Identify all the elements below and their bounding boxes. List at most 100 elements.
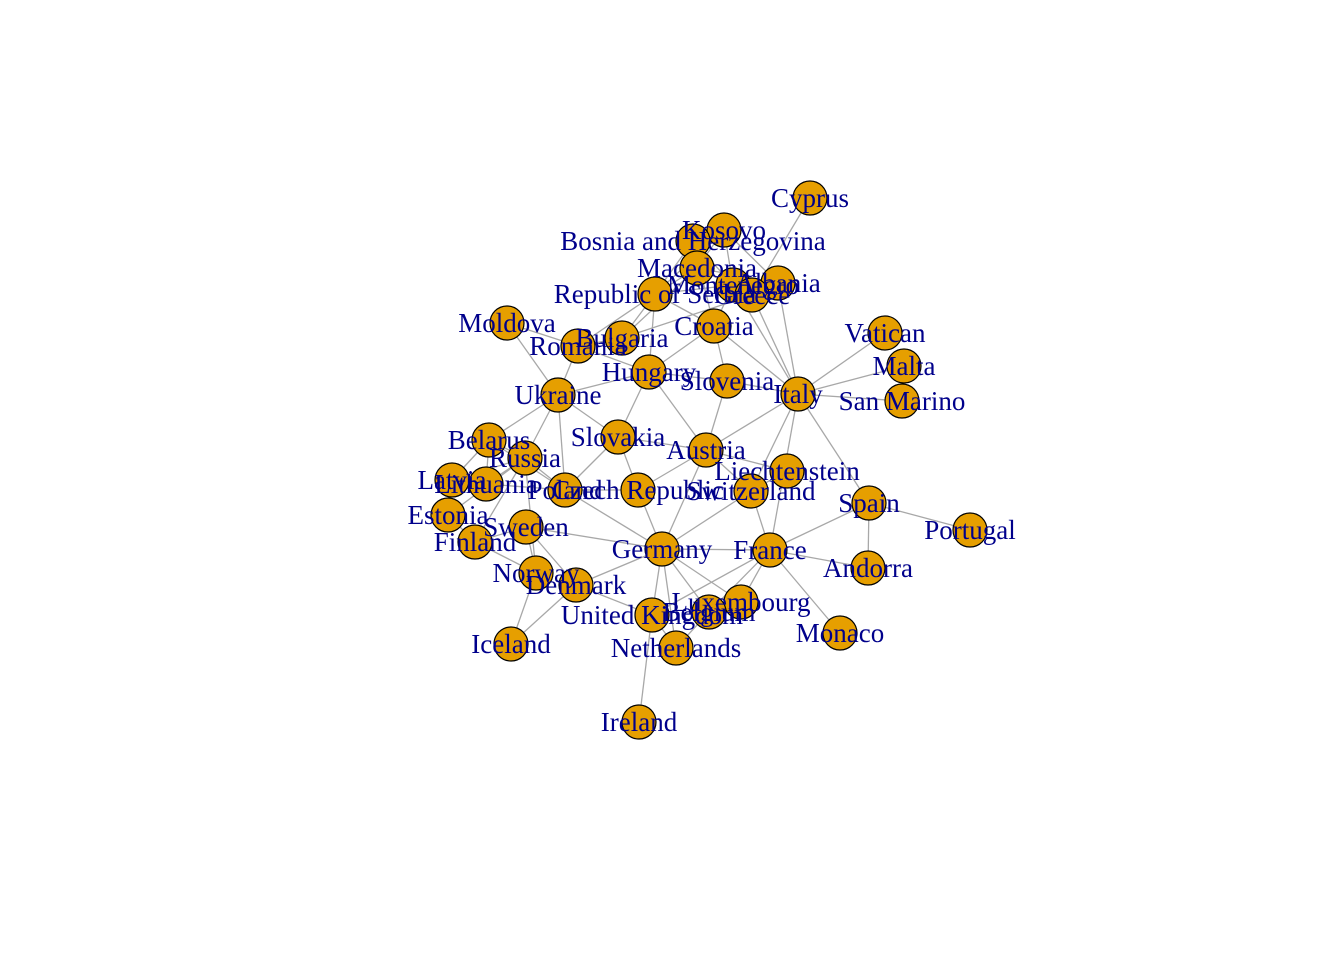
node-label-sweden: Sweden xyxy=(483,512,569,542)
node-iceland xyxy=(493,626,529,662)
node-malta xyxy=(886,348,922,384)
node-label-norway: Norway xyxy=(493,558,580,588)
node-sweden xyxy=(508,509,544,545)
node-cyprus xyxy=(792,180,828,216)
node-label-croatia: Croatia xyxy=(674,311,753,341)
node-greece xyxy=(734,277,770,313)
node-russia xyxy=(507,440,543,476)
node-label-liechtenstein: Liechtenstein xyxy=(714,456,860,486)
edge-germany-sweden xyxy=(525,526,663,550)
node-finland xyxy=(457,524,493,560)
node-belgium xyxy=(691,594,727,630)
node-label-moldova: Moldova xyxy=(458,308,556,338)
node-lithuania xyxy=(468,466,504,502)
node-hungary xyxy=(631,354,667,390)
node-label-vatican: Vatican xyxy=(845,318,926,348)
node-label-bulgaria: Bulgaria xyxy=(576,323,669,353)
node-moldova xyxy=(489,305,525,341)
node-poland xyxy=(547,472,583,508)
node-label-france: France xyxy=(733,535,806,565)
node-label-cyprus: Cyprus xyxy=(771,183,849,213)
node-label-italy: Italy xyxy=(773,379,823,409)
node-norway xyxy=(518,555,554,591)
node-slovenia xyxy=(709,363,745,399)
node-san-marino xyxy=(884,383,920,419)
node-label-san-marino: San Marino xyxy=(839,386,966,416)
node-label-macedonia: Macedonia xyxy=(637,253,757,283)
edge-italy-spain xyxy=(797,393,870,504)
node-label-czech-republic: Czech Republic xyxy=(552,475,724,505)
node-label-switzerland: Switzerland xyxy=(687,476,816,506)
node-bulgaria xyxy=(604,320,640,356)
node-slovakia xyxy=(600,419,636,455)
edge-greece-italy xyxy=(751,294,799,395)
node-estonia xyxy=(430,497,466,533)
node-label-hungary: Hungary xyxy=(602,357,697,387)
node-romania xyxy=(560,328,596,364)
edge-croatia-italy xyxy=(713,325,799,395)
node-vatican xyxy=(867,315,903,351)
node-label-greece: Greece xyxy=(714,280,790,310)
edge-austria-germany xyxy=(661,449,707,550)
node-label-albania: Albania xyxy=(735,268,820,298)
node-label-slovenia: Slovenia xyxy=(680,366,775,396)
node-label-montenegro: Montenegro xyxy=(667,270,799,300)
edge-italy-switzerland xyxy=(750,393,799,492)
node-label-luxembourg: Luxembourg xyxy=(672,587,811,617)
edge-germany-france xyxy=(661,548,771,551)
node-label-united-kingdom: United Kingdom xyxy=(561,600,743,630)
node-monaco xyxy=(822,615,858,651)
node-kosovo xyxy=(706,212,742,248)
node-liechtenstein xyxy=(769,453,805,489)
edge-albania-italy xyxy=(777,282,799,395)
node-label-austria: Austria xyxy=(666,435,746,465)
node-denmark xyxy=(558,567,594,603)
node-label-andorra: Andorra xyxy=(823,553,913,583)
node-label-kosovo: Kosovo xyxy=(682,215,766,245)
node-italy xyxy=(780,376,816,412)
node-label-russia: Russia xyxy=(489,443,561,473)
node-label-monaco: Monaco xyxy=(796,618,884,648)
node-label-estonia: Estonia xyxy=(408,500,489,530)
node-label-netherlands: Netherlands xyxy=(611,633,741,663)
node-netherlands xyxy=(658,630,694,666)
node-label-republic-of-serbia: Republic of Serbia xyxy=(554,279,756,309)
node-label-portugal: Portugal xyxy=(924,515,1016,545)
node-label-ireland: Ireland xyxy=(601,707,678,737)
node-label-denmark: Denmark xyxy=(526,570,627,600)
node-label-finland: Finland xyxy=(434,527,517,557)
node-austria xyxy=(688,432,724,468)
edge-poland-germany xyxy=(564,489,663,550)
node-luxembourg xyxy=(723,584,759,620)
node-label-bosnia-and-herzegovina: Bosnia and Herzegovina xyxy=(560,226,825,256)
node-ukraine xyxy=(540,377,576,413)
node-switzerland xyxy=(733,473,769,509)
node-united-kingdom xyxy=(634,597,670,633)
edge-france-united-kingdom xyxy=(651,549,771,616)
node-label-malta: Malta xyxy=(873,351,936,381)
node-label-poland: Poland xyxy=(527,475,603,505)
node-label-iceland: Iceland xyxy=(471,629,551,659)
node-label-spain: Spain xyxy=(838,488,900,518)
node-spain xyxy=(851,485,887,521)
node-label-ukraine: Ukraine xyxy=(515,380,602,410)
edge-switzerland-germany xyxy=(661,490,752,550)
node-label-lithuania: Lithuania xyxy=(434,469,537,499)
node-croatia xyxy=(696,308,732,344)
node-france xyxy=(752,532,788,568)
node-germany xyxy=(644,531,680,567)
edge-italy-austria xyxy=(705,393,799,451)
node-belarus xyxy=(471,422,507,458)
edge-italy-vatican xyxy=(797,332,886,395)
node-macedonia xyxy=(679,250,715,286)
nodes-layer xyxy=(430,180,988,740)
edge-france-spain xyxy=(769,502,870,551)
node-republic-of-serbia xyxy=(637,276,673,312)
node-label-belarus: Belarus xyxy=(448,425,530,455)
node-label-slovakia: Slovakia xyxy=(571,422,666,452)
node-label-latvia: Latvia xyxy=(418,465,487,495)
node-portugal xyxy=(952,512,988,548)
node-label-romania: Romania xyxy=(529,331,626,361)
